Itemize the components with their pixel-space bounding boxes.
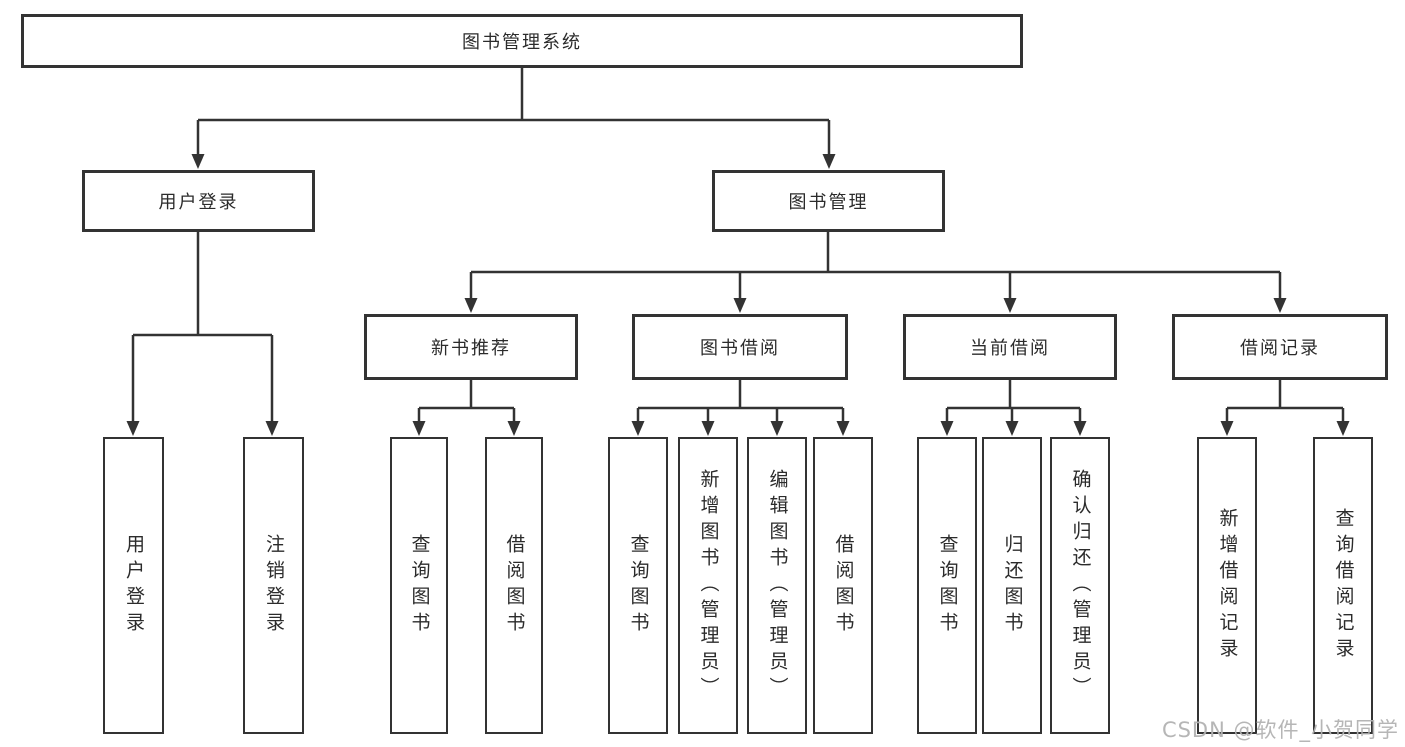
leaf-query-books-current-label: 查询图书 [936, 533, 959, 638]
leaf-query-books-borrowing: 查询图书 [608, 437, 668, 734]
leaf-confirm-return-admin-label: 确认归还（管理员） [1069, 468, 1092, 703]
leaf-query-books-current: 查询图书 [917, 437, 977, 734]
leaf-logout: 注销登录 [243, 437, 304, 734]
node-borrowing-records: 借阅记录 [1172, 314, 1388, 380]
leaf-query-books-new-rec-label: 查询图书 [408, 533, 431, 638]
csdn-watermark: CSDN @软件_小贺同学 [1161, 718, 1399, 742]
node-new-book-recommendation-label: 新书推荐 [431, 338, 511, 359]
node-book-management-label: 图书管理 [788, 192, 869, 213]
leaf-borrow-books-borrowing: 借阅图书 [813, 437, 873, 734]
leaf-edit-book-admin: 编辑图书（管理员） [747, 437, 807, 734]
node-new-book-recommendation: 新书推荐 [364, 314, 578, 380]
node-book-borrowing: 图书借阅 [632, 314, 848, 380]
leaf-query-books-new-rec: 查询图书 [390, 437, 448, 734]
leaf-query-books-borrowing-label: 查询图书 [627, 533, 650, 638]
leaf-user-login-label: 用户登录 [123, 533, 145, 638]
node-user-login: 用户登录 [82, 170, 315, 232]
node-current-borrowing-label: 当前借阅 [970, 338, 1050, 359]
leaf-borrow-books-new-rec: 借阅图书 [485, 437, 543, 734]
leaf-borrow-books-borrowing-label: 借阅图书 [832, 533, 855, 638]
node-root-system: 图书管理系统 [21, 14, 1023, 68]
leaf-confirm-return-admin: 确认归还（管理员） [1050, 437, 1110, 734]
leaf-edit-book-admin-label: 编辑图书（管理员） [766, 468, 789, 703]
leaf-add-borrow-record-label: 新增借阅记录 [1216, 507, 1239, 664]
node-book-management: 图书管理 [712, 170, 945, 232]
node-borrowing-records-label: 借阅记录 [1240, 338, 1320, 359]
leaf-return-book-label: 归还图书 [1001, 533, 1024, 638]
node-book-borrowing-label: 图书借阅 [700, 338, 780, 359]
leaf-query-borrow-record: 查询借阅记录 [1313, 437, 1373, 734]
leaf-user-login: 用户登录 [103, 437, 164, 734]
node-root-label: 图书管理系统 [462, 32, 582, 53]
leaf-add-borrow-record: 新增借阅记录 [1197, 437, 1257, 734]
leaf-add-book-admin: 新增图书（管理员） [678, 437, 738, 734]
leaf-query-borrow-record-label: 查询借阅记录 [1332, 507, 1355, 664]
leaf-borrow-books-new-rec-label: 借阅图书 [503, 533, 526, 638]
node-current-borrowing: 当前借阅 [903, 314, 1117, 380]
leaf-logout-label: 注销登录 [263, 533, 285, 638]
leaf-return-book: 归还图书 [982, 437, 1042, 734]
node-user-login-label: 用户登录 [158, 192, 239, 213]
leaf-add-book-admin-label: 新增图书（管理员） [697, 468, 720, 703]
